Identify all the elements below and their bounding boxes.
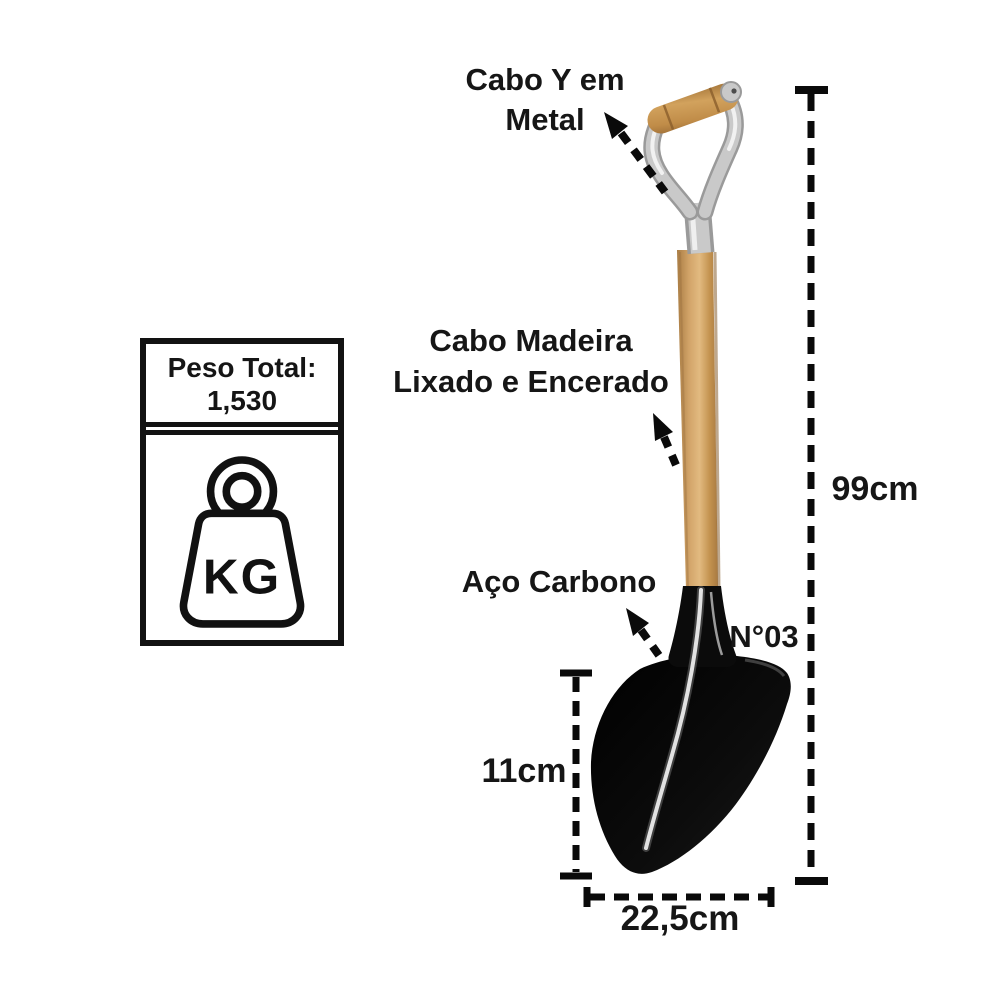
- kg-icon-label: KG: [203, 548, 281, 604]
- weight-box: Peso Total: 1,530 KG: [140, 338, 344, 646]
- weight-box-divider: [146, 427, 338, 430]
- callout-arrow-blade: [626, 608, 667, 664]
- handle-label-line2: Metal: [505, 102, 585, 137]
- total-length-value: 99cm: [831, 470, 919, 508]
- blade-gauge-label: N°03: [729, 619, 799, 654]
- shaft-label: Cabo Madeira Lixado e Encerado: [393, 320, 669, 402]
- shovel-blade: [590, 586, 791, 874]
- shovel-grip: [647, 83, 739, 134]
- shovel-wood-shaft: [677, 250, 721, 590]
- kg-weight-icon: KG: [179, 456, 305, 628]
- blade-height-value: 11cm: [481, 752, 567, 790]
- blade-material-label: Aço Carbono: [461, 564, 657, 599]
- weight-value: 1,530: [206, 385, 278, 416]
- callout-arrow-handle: [604, 112, 669, 195]
- shaft-label-line2: Lixado e Encerado: [393, 364, 669, 399]
- weight-box-body: KG: [146, 430, 338, 641]
- weight-box-header: Peso Total: 1,530: [146, 344, 338, 427]
- blade-width-value: 22,5cm: [620, 899, 740, 938]
- dimension-line-total-length: [795, 86, 828, 885]
- dimension-line-blade-width: [583, 887, 775, 907]
- handle-label-line1: Cabo Y em: [465, 62, 625, 97]
- weight-title: Peso Total:: [167, 352, 317, 383]
- shovel-metal-y-handle: [643, 81, 744, 255]
- dimension-line-blade-height: [560, 669, 592, 880]
- shaft-label-line1: Cabo Madeira: [429, 323, 633, 358]
- callout-arrow-shaft: [653, 413, 680, 467]
- handle-label: Cabo Y em Metal: [465, 60, 624, 140]
